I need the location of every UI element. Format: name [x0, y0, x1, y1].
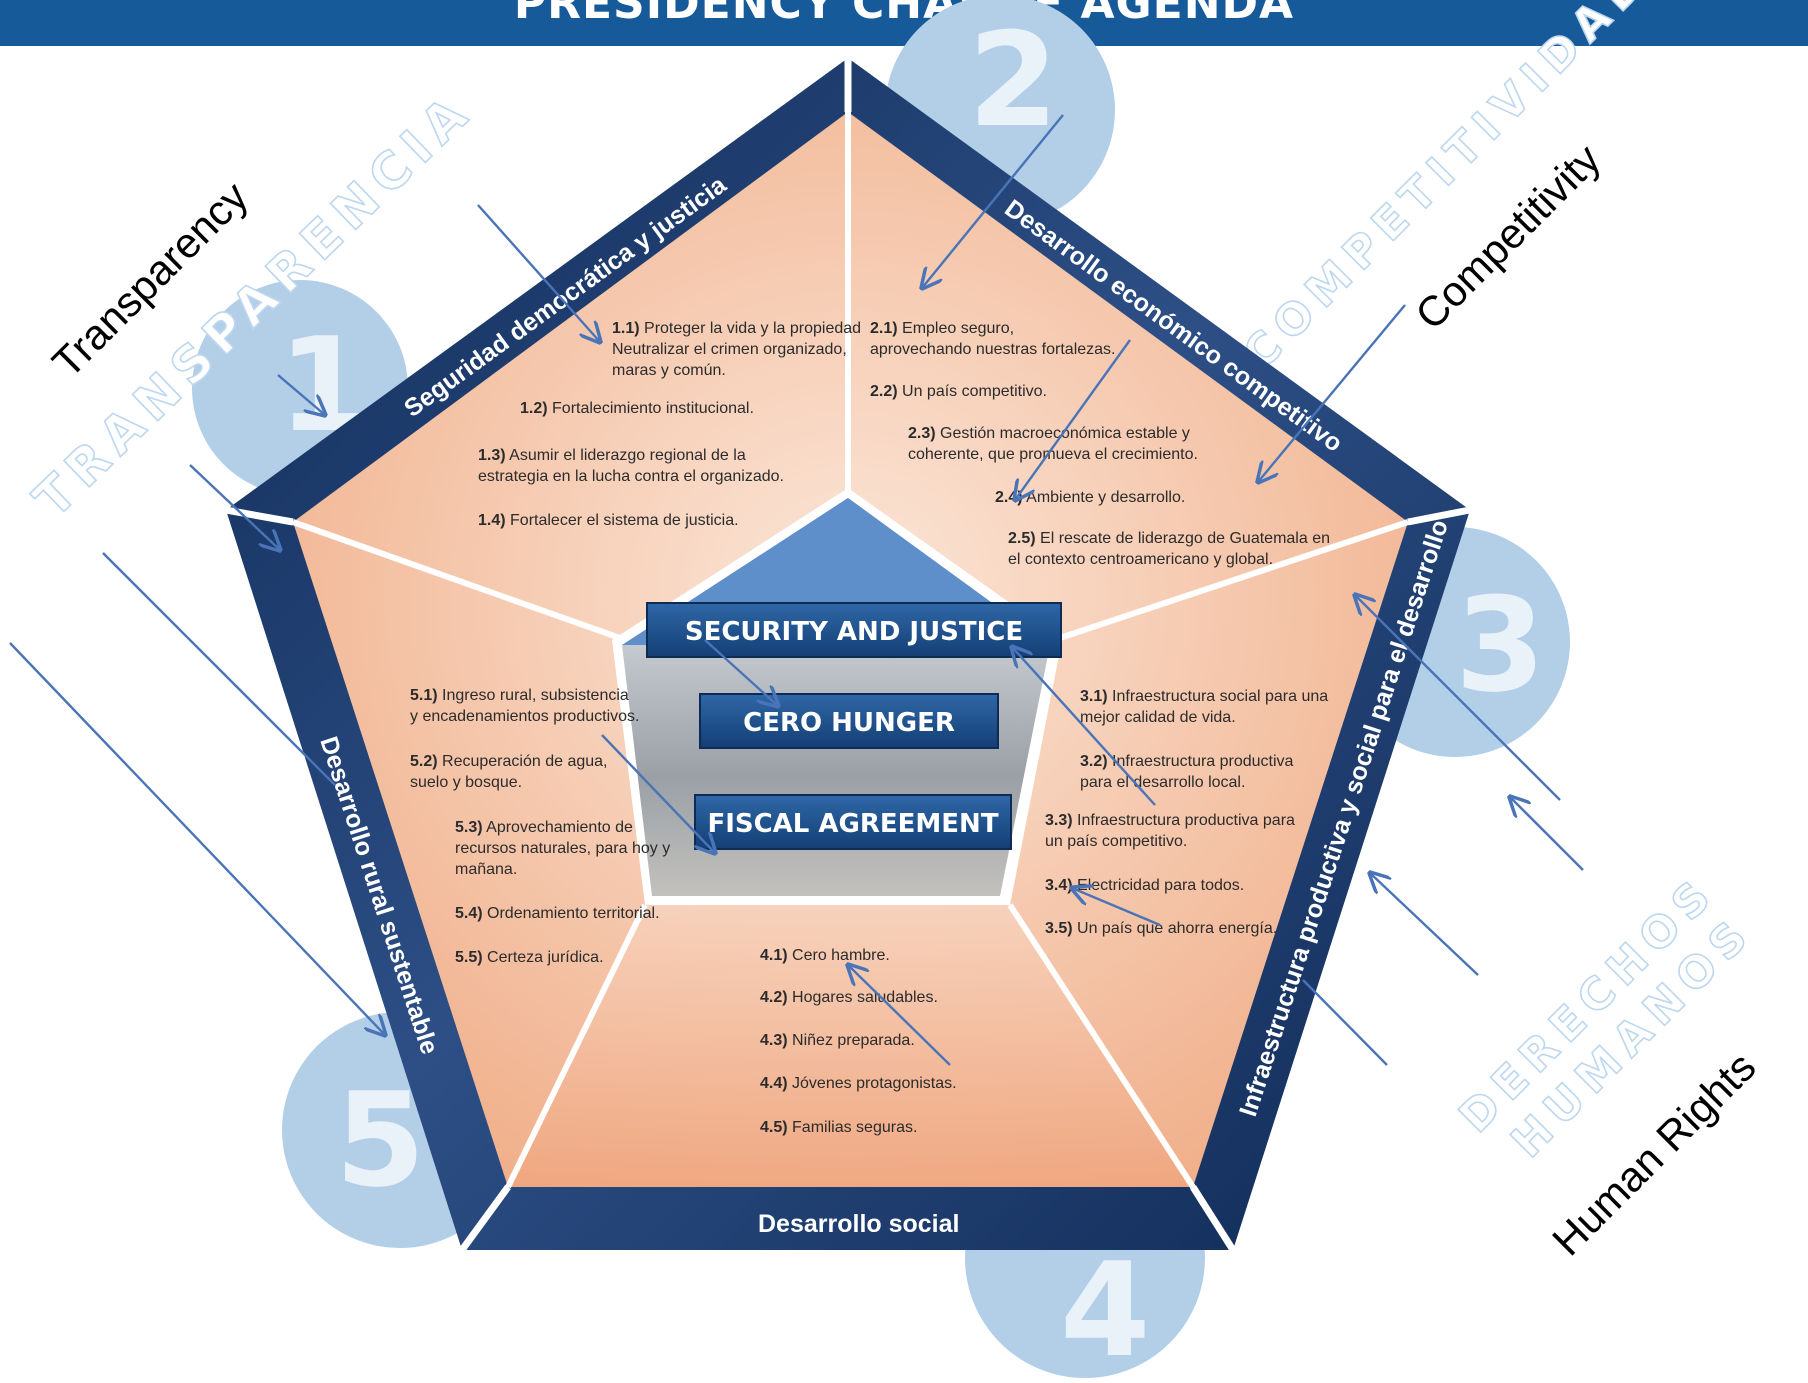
arrow [704, 639, 778, 706]
arrow [1012, 647, 1156, 806]
frame-separators [225, 58, 1471, 1253]
item-5-1-line2: y encadenamientos productivos. [410, 708, 639, 725]
segment-4-fill [508, 905, 1193, 1187]
arrows [9, 114, 1584, 1066]
item-4-5: 4.5) Familias seguras. [760, 1119, 917, 1136]
number-5: 5 [335, 1064, 425, 1216]
item-3-1: 3.1) Infraestructura social para una [1080, 688, 1328, 705]
arrow [102, 552, 336, 786]
item-3-4: 3.4) Electricidad para todos. [1045, 877, 1244, 894]
arrow [1302, 979, 1388, 1066]
page-title: PRESIDENCY CHANGE AGENDA [513, 0, 1295, 29]
item-5-2-line2: suelo y bosque. [410, 774, 522, 791]
arrow [477, 204, 600, 342]
item-2-2: 2.2) Un país competitivo. [870, 383, 1047, 400]
item-5-4: 5.4) Ordenamiento territorial. [455, 905, 660, 922]
item-2-3-line2: coherente, que promueva el crecimiento. [908, 446, 1198, 463]
item-3-2-line2: para el desarrollo local. [1080, 774, 1245, 791]
item-1-1: 1.1) Proteger la vida y la propiedad [612, 320, 861, 337]
number-4: 4 [1060, 1234, 1150, 1383]
arrow [922, 114, 1064, 288]
item-3-5: 3.5) Un país que ahorra energía. [1045, 920, 1277, 937]
arrow [189, 464, 280, 550]
pillar-1-items: 1.1) Proteger la vida y la propiedad Neu… [478, 320, 861, 529]
item-1-3-line2: estrategia en la lucha contra el organiz… [478, 468, 784, 485]
item-4-2: 4.2) Hogares saludables. [760, 989, 938, 1006]
item-3-3: 3.3) Infraestructura productiva para [1045, 812, 1295, 829]
security-justice-label: SECURITY AND JUSTICE [685, 617, 1023, 647]
security-justice-box [646, 602, 1062, 658]
item-2-1: 2.1) Empleo seguro, [870, 320, 1014, 337]
item-2-5: 2.5) El rescate de liderazgo de Guatemal… [1008, 530, 1330, 547]
item-2-5-line2: el contexto centroamericano y global. [1008, 551, 1273, 568]
item-1-4: 1.4) Fortalecer el sistema de justicia. [478, 512, 739, 529]
cero-hunger-label: CERO HUNGER [743, 708, 955, 738]
arrow [848, 965, 951, 1066]
pillar-5-items: 5.1) Ingreso rural, subsistencia y encad… [410, 687, 670, 966]
arrow [1355, 595, 1561, 801]
item-4-4: 4.4) Jóvenes protagonistas. [760, 1075, 957, 1092]
item-1-1-line3: maras y común. [612, 362, 726, 379]
header-bar: PRESIDENCY CHANGE AGENDA [0, 0, 1808, 46]
pillar-4-items: 4.1) Cero hambre. 4.2) Hogares saludable… [760, 947, 957, 1136]
pillar-4-title: Desarrollo social [758, 1210, 959, 1238]
arrow [1370, 873, 1479, 976]
item-5-3: 5.3) Aprovechamiento de [455, 819, 633, 836]
arrow [1258, 304, 1406, 482]
arrow [1072, 888, 1161, 927]
item-1-3: 1.3) Asumir el liderazgo regional de la [478, 447, 746, 464]
arrow [277, 374, 325, 415]
item-3-3-line2: un país competitivo. [1045, 833, 1187, 850]
fiscal-agreement-label: FISCAL AGREEMENT [707, 809, 998, 839]
segment-dividers [291, 112, 1409, 1189]
fiscal-agreement-box [694, 794, 1012, 850]
number-3: 3 [1455, 569, 1545, 721]
arrow [1510, 797, 1584, 871]
item-2-4: 2.4) Ambiente y desarrollo. [995, 489, 1185, 506]
item-5-1: 5.1) Ingreso rural, subsistencia [410, 687, 629, 704]
item-5-3-line2: recursos naturales, para hoy y [455, 840, 670, 857]
item-4-1: 4.1) Cero hambre. [760, 947, 890, 964]
center-labels: SECURITY AND JUSTICE CERO HUNGER FISCAL … [646, 602, 1062, 850]
item-2-1-line2: aprovechando nuestras fortalezas. [870, 341, 1115, 358]
item-1-2: 1.2) Fortalecimiento institucional. [520, 400, 754, 417]
item-3-1-line2: mejor calidad de vida. [1080, 709, 1236, 726]
item-5-3-line3: mañana. [455, 861, 517, 878]
item-5-5: 5.5) Certeza jurídica. [455, 949, 604, 966]
arrow [1015, 339, 1131, 500]
pillar-2-items: 2.1) Empleo seguro, aprovechando nuestra… [870, 320, 1330, 568]
number-2: 2 [968, 4, 1058, 156]
cero-hunger-box [699, 693, 999, 749]
arrow [601, 734, 715, 853]
item-1-1-line2: Neutralizar el crimen organizado, [612, 341, 847, 358]
item-3-2: 3.2) Infraestructura productiva [1080, 753, 1294, 770]
item-5-2: 5.2) Recuperación de agua, [410, 753, 607, 770]
item-2-3: 2.3) Gestión macroeconómica estable y [908, 425, 1190, 442]
item-4-3: 4.3) Niñez preparada. [760, 1032, 915, 1049]
pillar-3-items: 3.1) Infraestructura social para una mej… [1045, 688, 1328, 937]
arrow [9, 642, 385, 1035]
